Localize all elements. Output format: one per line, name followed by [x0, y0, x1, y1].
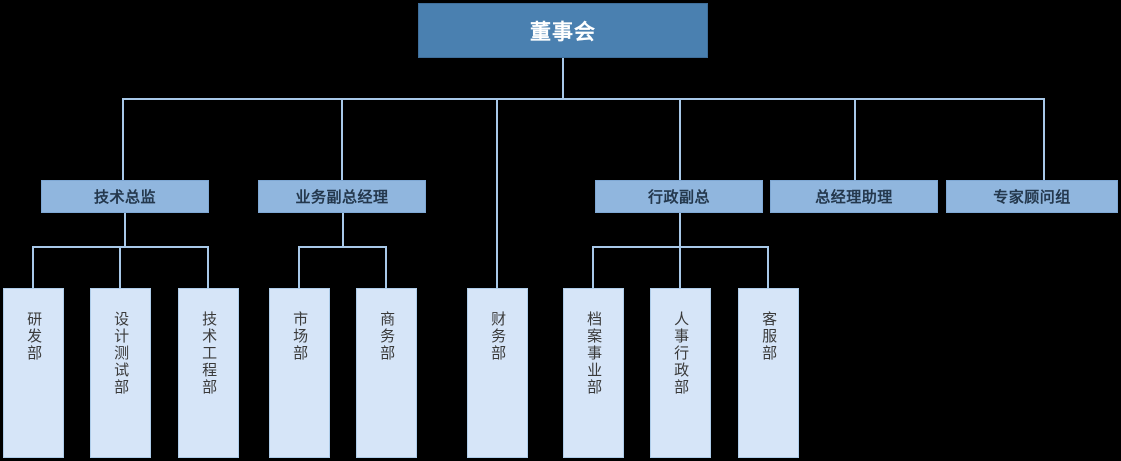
connector-biz-vp-stem: [342, 212, 344, 247]
connector-drop-tech-director: [122, 98, 124, 180]
node-tech-eng-dept-label: 技术工程部: [200, 311, 219, 396]
node-admin-vp-label: 行政副总: [647, 188, 710, 206]
node-market-dept-label: 市场部: [291, 311, 310, 362]
connector-drop-rd-dept: [32, 246, 34, 289]
node-tech-director[interactable]: 技术总监: [41, 180, 209, 213]
node-tech-director-label: 技术总监: [93, 188, 156, 206]
node-board[interactable]: 董事会: [418, 3, 708, 58]
node-service-dept[interactable]: 客服部: [738, 288, 799, 458]
node-biz-vp[interactable]: 业务副总经理: [258, 180, 426, 213]
node-tech-eng-dept[interactable]: 技术工程部: [178, 288, 239, 458]
node-business-dept-label: 商务部: [378, 311, 397, 362]
node-service-dept-label: 客服部: [760, 311, 779, 362]
connector-drop-hr-admin-dept: [679, 246, 681, 289]
connector-drop-design-test-dept: [119, 246, 121, 289]
node-expert-group-label: 专家顾问组: [993, 188, 1071, 206]
node-archive-biz-dept-label: 档案事业部: [585, 311, 604, 396]
node-rd-dept-label: 研发部: [25, 311, 44, 362]
node-business-dept[interactable]: 商务部: [356, 288, 417, 458]
connector-drop-biz-vp: [341, 98, 343, 180]
node-board-label: 董事会: [530, 19, 596, 44]
node-finance-dept-label: 财务部: [489, 311, 508, 362]
connector-level1-bus: [122, 98, 1045, 100]
connector-drop-market-dept: [298, 246, 300, 289]
node-rd-dept[interactable]: 研发部: [3, 288, 64, 458]
node-gm-assistant[interactable]: 总经理助理: [770, 180, 938, 213]
connector-root-stem: [562, 57, 564, 100]
node-expert-group[interactable]: 专家顾问组: [946, 180, 1118, 213]
connector-admin-vp-stem: [679, 212, 681, 247]
node-design-test-dept-label: 设计测试部: [112, 311, 131, 396]
connector-drop-finance-dept: [496, 98, 498, 288]
connector-drop-service-dept: [767, 246, 769, 289]
connector-tech-director-stem: [124, 212, 126, 247]
node-admin-vp[interactable]: 行政副总: [595, 180, 763, 213]
connector-drop-tech-eng-dept: [207, 246, 209, 289]
node-finance-dept[interactable]: 财务部: [467, 288, 528, 458]
node-archive-biz-dept[interactable]: 档案事业部: [563, 288, 624, 458]
connector-drop-business-dept: [385, 246, 387, 289]
connector-drop-admin-vp: [679, 98, 681, 180]
node-hr-admin-dept[interactable]: 人事行政部: [650, 288, 711, 458]
node-market-dept[interactable]: 市场部: [269, 288, 330, 458]
connector-drop-gm-assistant: [854, 98, 856, 180]
connector-drop-expert-group: [1043, 98, 1045, 180]
connector-biz-children-bus: [298, 246, 387, 248]
node-biz-vp-label: 业务副总经理: [295, 188, 389, 206]
connector-drop-archive-dept: [592, 246, 594, 289]
node-hr-admin-dept-label: 人事行政部: [672, 311, 691, 396]
node-design-test-dept[interactable]: 设计测试部: [90, 288, 151, 458]
node-gm-assistant-label: 总经理助理: [815, 188, 893, 206]
